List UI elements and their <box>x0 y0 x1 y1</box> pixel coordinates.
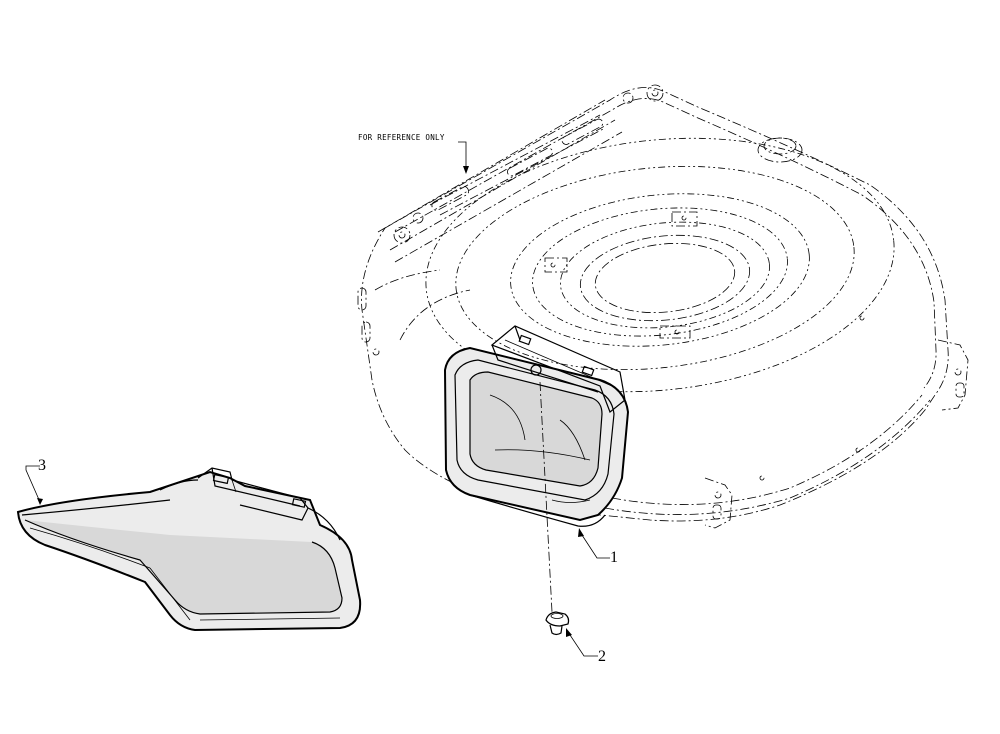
callout-3: 3 <box>25 457 46 505</box>
part-1-rear-discharge-door <box>443 325 630 527</box>
callout-1: 1 <box>578 528 618 566</box>
callout-3-label: 3 <box>38 457 46 474</box>
part-3-side-discharge-deflector <box>16 467 362 632</box>
reference-note-callout: FOR REFERENCE ONLY <box>358 133 469 174</box>
mower-deck-reference <box>357 84 969 529</box>
callout-2-label: 2 <box>598 648 606 665</box>
part-2-screw <box>539 381 570 636</box>
callout-2: 2 <box>566 628 606 665</box>
callout-1-label: 1 <box>610 549 618 566</box>
reference-note: FOR REFERENCE ONLY <box>358 133 445 142</box>
